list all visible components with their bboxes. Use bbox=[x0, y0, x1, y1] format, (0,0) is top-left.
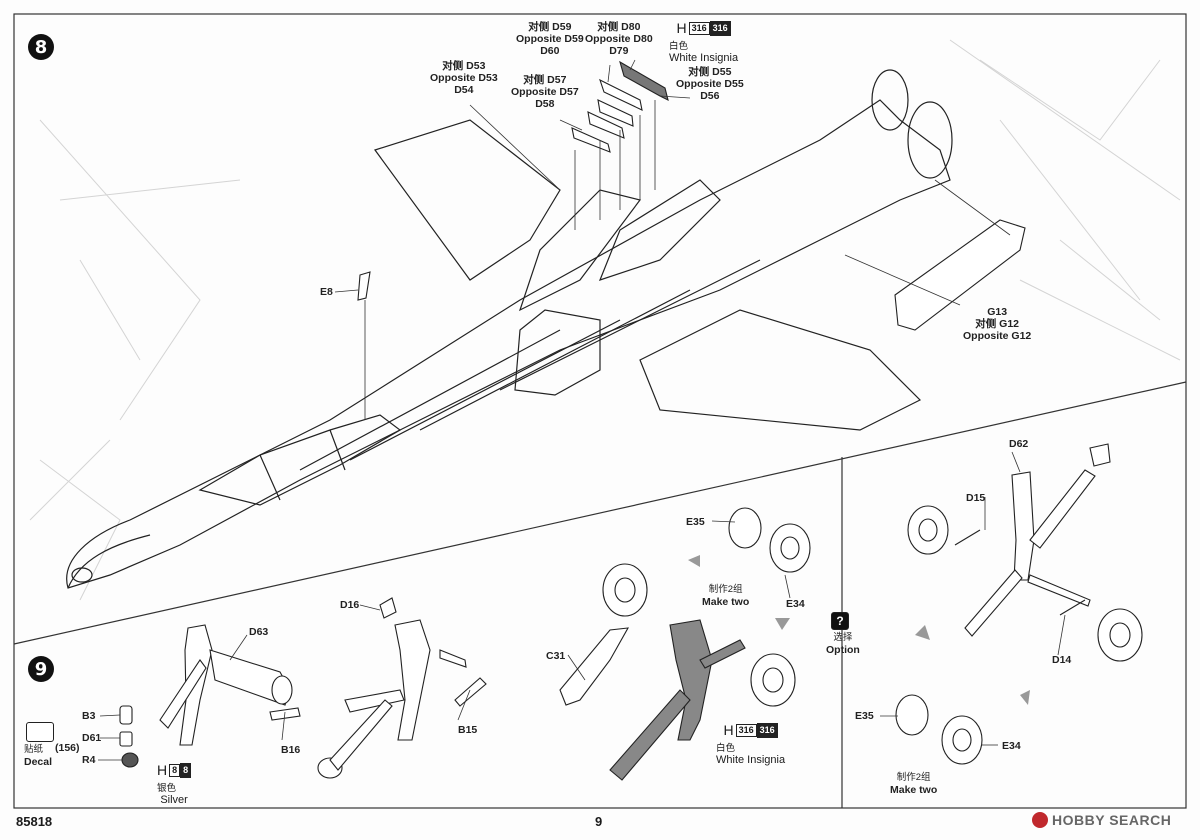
label-d62: D62 bbox=[1009, 438, 1029, 450]
hobby-search-watermark: HOBBY SEARCH bbox=[1032, 812, 1171, 828]
step-9-badge: 9 bbox=[28, 656, 54, 682]
label-c31: C31 bbox=[546, 650, 566, 662]
page-number: 9 bbox=[595, 814, 603, 829]
step-8-badge: 8 bbox=[28, 34, 54, 60]
decal-callout: 贴纸 Decal bbox=[24, 744, 53, 768]
decal-number: (156) bbox=[55, 742, 80, 754]
label-d15: D15 bbox=[966, 492, 986, 504]
label-e35-bottom: E35 bbox=[855, 710, 874, 722]
hobby-search-logo-icon bbox=[1032, 812, 1048, 828]
label-e34-bottom: E34 bbox=[1002, 740, 1021, 752]
label-r4: R4 bbox=[82, 754, 96, 766]
label-d14: D14 bbox=[1052, 654, 1072, 666]
label-d63: D63 bbox=[249, 626, 269, 638]
paint-callout-h8: H 8 8 银色 Silver bbox=[157, 762, 192, 806]
option-question-icon: ? bbox=[831, 612, 849, 630]
label-d16: D16 bbox=[340, 599, 360, 611]
label-e34-top: E34 bbox=[786, 598, 805, 610]
label-b16: B16 bbox=[281, 744, 301, 756]
make-two-bottom: 制作2组 Make two bbox=[890, 772, 938, 796]
label-e35-top: E35 bbox=[686, 516, 705, 528]
make-two-top: 制作2组 Make two bbox=[702, 584, 750, 608]
kit-code: 85818 bbox=[16, 814, 53, 829]
paint-callout-h316-gear: H 316 316 白色 White Insignia bbox=[716, 722, 786, 766]
label-b3: B3 bbox=[82, 710, 96, 722]
option-callout: 选择 Option bbox=[826, 632, 860, 656]
paint-callout-h316: H 316 316 白色 White Insignia bbox=[669, 20, 739, 64]
decal-icon bbox=[26, 722, 54, 742]
label-d61: D61 bbox=[82, 732, 102, 744]
label-e8: E8 bbox=[320, 286, 333, 298]
label-b15: B15 bbox=[458, 724, 478, 736]
